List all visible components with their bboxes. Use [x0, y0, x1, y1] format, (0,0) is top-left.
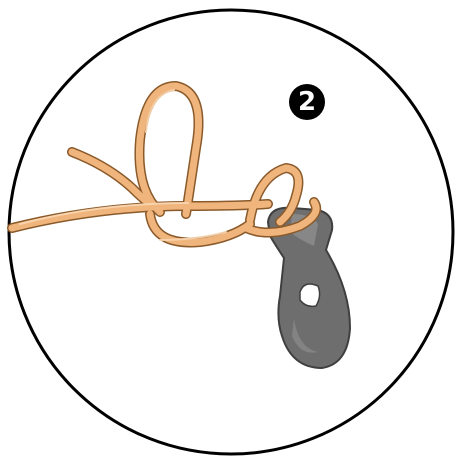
step-number-badge: 2	[289, 84, 325, 120]
